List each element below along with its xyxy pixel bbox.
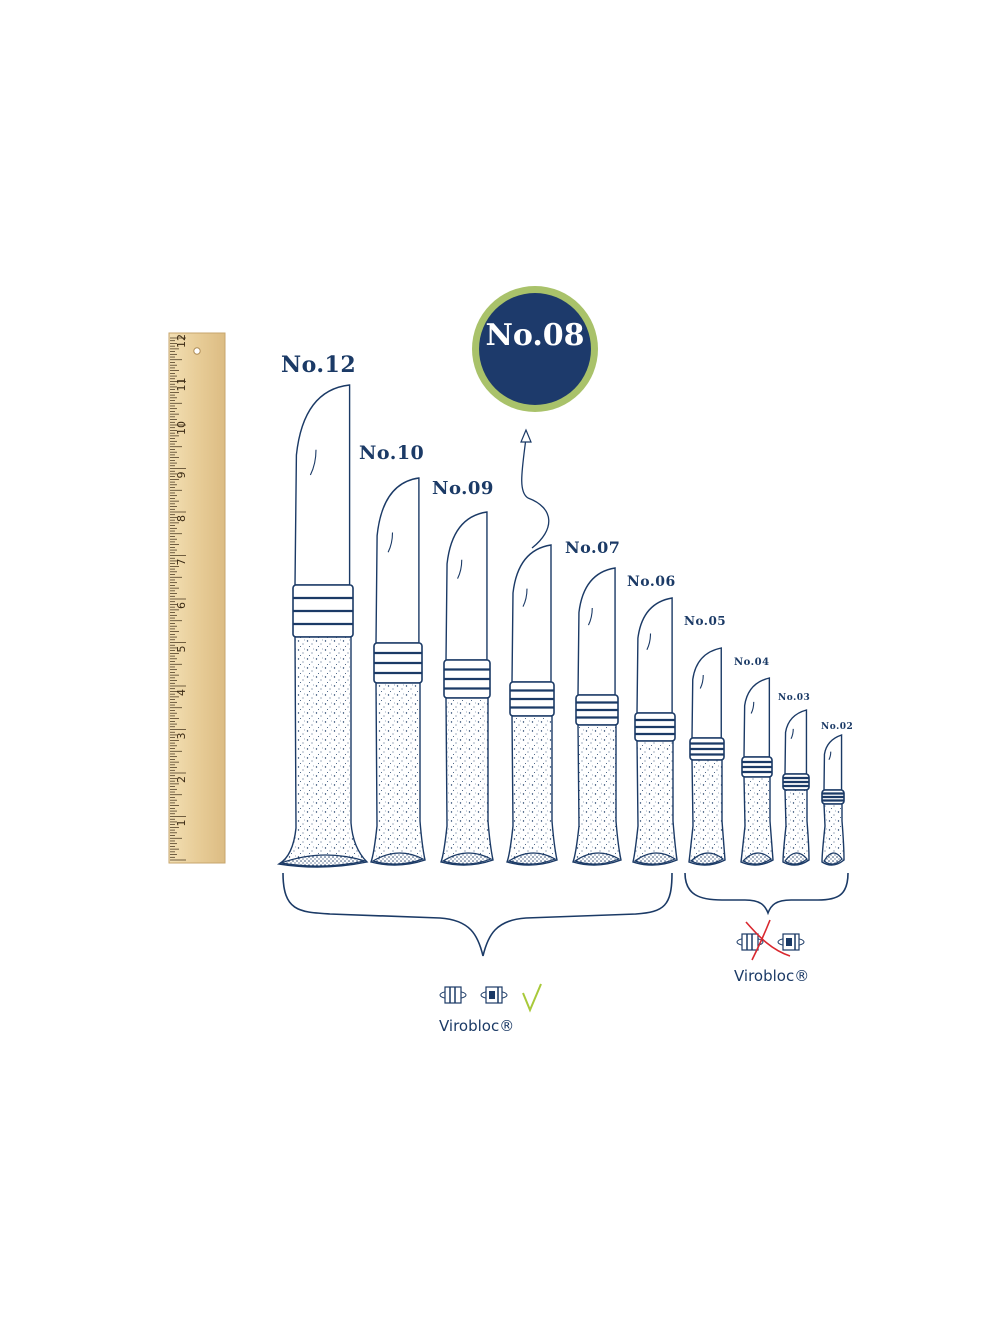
knife-no04 [740,677,774,866]
virobloc-ring-icon-small [736,933,764,951]
knife-no08 [506,544,558,866]
handle [782,789,810,866]
pommel [742,852,772,865]
pommel [633,852,677,865]
ruler-number: 4 [175,689,188,696]
virobloc-ring-icon [439,986,467,1004]
pommel [371,852,425,865]
pommel [689,852,725,865]
handle [821,803,845,866]
ruler-number: 8 [175,515,188,522]
pommel [573,852,621,865]
blade-nail-nick [587,608,593,626]
handle [740,776,774,866]
no08-badge [472,286,598,412]
ruler-number: 7 [175,559,188,566]
knife-no05 [688,647,726,866]
blade [577,567,616,696]
knife-label-no02: No.02 [821,722,854,732]
knife-label-no09: No.09 [432,478,494,499]
cross-icon [745,919,791,961]
handle [506,715,558,866]
knife-label-no12: No.12 [281,352,357,378]
blade [691,647,722,739]
knife-no03 [782,709,810,866]
blade [823,734,843,791]
pommel [441,852,493,865]
ruler-number: 1 [175,820,188,827]
virobloc-label-small: Virobloc® [734,967,810,985]
knife-label-no04: No.04 [734,657,770,668]
check-icon [522,983,542,1013]
handle [370,682,426,866]
knife-label-no07: No.07 [565,538,621,557]
pommel [278,854,368,867]
knife-label-no10: No.10 [359,442,425,464]
blade-nail-nick [457,559,463,579]
ruler-number: 3 [175,733,188,740]
blade-nail-nick [522,588,528,607]
blade-nail-nick [387,532,394,553]
ruler-number: 6 [175,602,188,609]
brace-small-group [684,872,849,916]
blade-nail-nick [750,701,755,714]
virobloc-ring-locked-icon [480,986,508,1004]
knife-label-no03: No.03 [778,693,811,703]
blade [445,511,488,661]
ruler-number: 5 [175,646,188,653]
blade [375,477,420,644]
knife-no07 [572,567,622,866]
blade [511,544,552,683]
blade [784,709,808,775]
ruler-number: 11 [175,378,188,392]
ruler-number: 12 [175,334,188,348]
virobloc-ring-locked-icon-small [777,933,805,951]
knife-no12 [276,384,369,868]
blade-nail-nick [309,449,317,476]
blade-nail-nick [790,728,794,740]
handle [688,759,726,866]
pommel [823,852,843,865]
knife-lineup [276,384,845,868]
ruler-number: 10 [175,421,188,435]
arrow-head-icon [520,428,532,443]
badge-label: No.08 [485,318,585,353]
knife-no09 [440,511,494,866]
knife-no10 [370,477,426,866]
blade-nail-nick [699,674,704,689]
pointer-arrow [521,437,550,549]
blade-nail-nick [828,751,832,760]
pommel [784,852,808,865]
handle [572,724,622,866]
blade [743,677,771,758]
handle [440,697,494,866]
pommel [507,852,557,865]
knife-label-no05: No.05 [684,614,727,628]
ruler-hole [193,347,201,355]
blade [636,597,673,714]
virobloc-label-large: Virobloc® [439,1017,515,1035]
knife-no02 [821,734,845,866]
handle [276,636,369,868]
ruler-ticks [170,337,186,861]
blade [294,384,351,586]
knife-no06 [632,597,678,866]
ruler-number: 9 [175,472,188,479]
handle [632,740,678,866]
blade-nail-nick [646,633,652,650]
brace-large-group [282,872,673,957]
knife-label-no06: No.06 [627,574,676,590]
ruler-body [168,332,226,864]
ruler-number: 2 [175,776,188,783]
